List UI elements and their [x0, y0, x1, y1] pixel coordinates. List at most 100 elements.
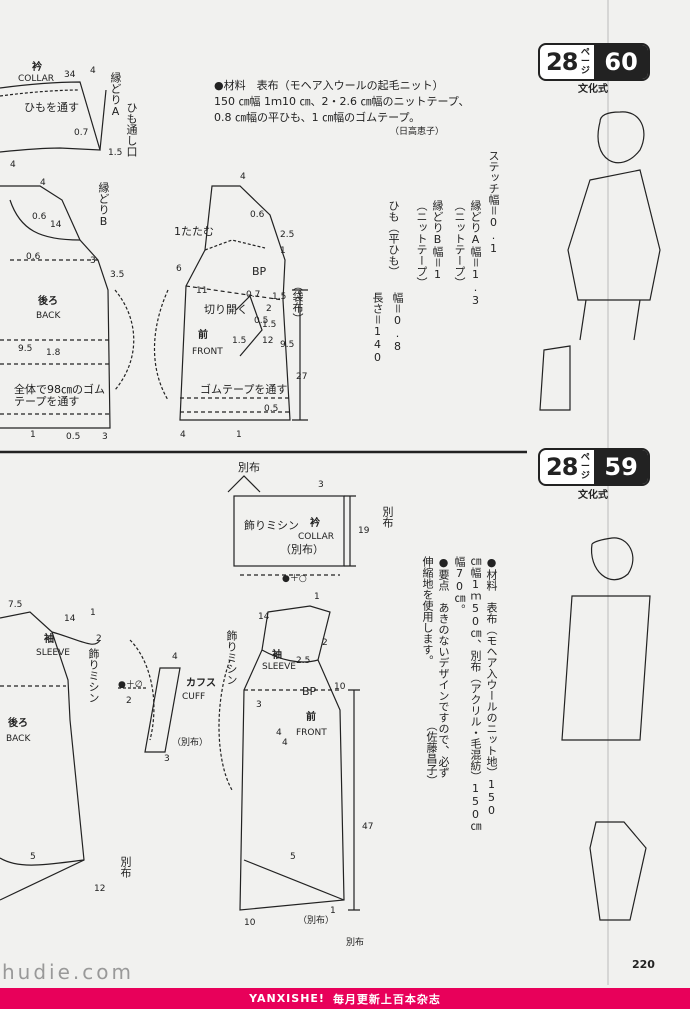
measure: 1 — [314, 592, 320, 602]
measure: 4 — [180, 430, 186, 440]
label-cord-opening: ひも通し口 — [125, 102, 138, 157]
measure: 4 — [276, 728, 282, 738]
measure: 1.5 — [262, 320, 277, 330]
measure: 2 — [266, 304, 272, 314]
label-plus-circle: ●＋○ — [282, 574, 307, 584]
back-label-jp: 後ろ — [8, 718, 28, 729]
measure: 19 — [358, 526, 370, 536]
footer-text: 毎月更新上百本杂志 — [332, 992, 441, 1006]
measure: 14 — [64, 614, 76, 624]
measure: 4 — [240, 172, 246, 182]
note-cord-width: 幅＝0.8 — [391, 292, 404, 353]
hem-contrast-label: 別布 — [346, 938, 365, 948]
collar-label-jp: 衿 — [310, 518, 320, 529]
cuff-label-en: CUFF — [182, 692, 206, 702]
measure: 0.6 — [32, 212, 47, 222]
footer-banner: YANXISHE! 毎月更新上百本杂志 — [0, 988, 690, 1009]
sleeve-label-jp-front: 袖 — [272, 650, 282, 661]
measure: 3 — [256, 700, 262, 710]
measure: 5 — [290, 852, 296, 862]
watermark: hudie.com — [2, 960, 134, 984]
measure: 11 — [196, 286, 208, 296]
front-label-jp: 前 — [306, 712, 316, 723]
measure: 3 — [90, 256, 96, 266]
measure: 12 — [94, 884, 106, 894]
hem-contrast: （別布） — [298, 916, 335, 926]
measure: 4 — [90, 66, 96, 76]
measure: 1.5 — [272, 292, 287, 302]
measure: 27 — [296, 372, 308, 382]
cuff-label-jp: カフス — [186, 678, 216, 689]
measure: 0.6 — [26, 252, 41, 262]
materials-vertical-2: ㎝幅1ｍ50㎝、別布（アクリル・毛混紡）150㎝ — [469, 556, 482, 832]
back-label-jp: 後ろ — [38, 296, 58, 307]
note-cord: ひも（平ひも） — [387, 200, 400, 277]
measure: 1 — [330, 906, 336, 916]
measure: 34 — [64, 70, 76, 80]
label-bust-point: BP — [252, 265, 267, 278]
label-slash-open: 切り開く — [204, 303, 248, 316]
measure: 4 — [282, 738, 288, 748]
measure: 3 — [164, 754, 170, 764]
measure: 47 — [362, 822, 374, 832]
key-points-vertical-2: 伸縮地を使用します。 — [421, 556, 434, 666]
label-contrast-fabric: 別布 — [238, 461, 260, 474]
measure: 9.5 — [18, 344, 33, 354]
pattern-page-number: 60 — [594, 45, 648, 79]
note-knit-tape-a: （ニットテープ） — [453, 200, 466, 288]
measure: 1.5 — [232, 336, 247, 346]
materials-vertical-3: 幅70㎝。 — [453, 556, 466, 615]
measure: 0.7 — [246, 290, 261, 300]
measure: 0.6 — [250, 210, 265, 220]
label-binding-b: 縁どりB — [97, 182, 110, 228]
sleeve-label-en: SLEEVE — [36, 648, 70, 658]
designer-name: （日高恵子） — [390, 127, 445, 137]
measure: 0.5 — [66, 432, 81, 442]
front-label-jp: 前 — [198, 330, 208, 341]
measure: 10 — [334, 682, 346, 692]
measure: 2 — [96, 634, 102, 644]
label-decorative-stitch: 飾りミシン — [244, 519, 299, 532]
magazine-number: 28 — [546, 48, 578, 76]
measure: 2 — [322, 638, 328, 648]
designer-name-bottom: （佐藤昌子） — [425, 720, 438, 786]
measure: 1 — [30, 430, 36, 440]
magazine-number: 28 — [546, 453, 578, 481]
label-contrast-paren: （別布） — [280, 543, 324, 556]
measure: 3 — [102, 432, 108, 442]
fraction-top: ●＋∅ — [118, 680, 143, 690]
back-hem-contrast: 別布 — [119, 856, 132, 878]
note-binding-b: 縁どりB幅＝1 — [431, 200, 444, 281]
measure: 9.5 — [280, 340, 295, 350]
measure: 7.5 — [8, 600, 23, 610]
measure: 6 — [176, 264, 182, 274]
cuff-contrast: （別布） — [172, 738, 209, 748]
label-decorative-stitch-front: 飾りミシン — [225, 630, 238, 685]
key-points-vertical-1: ●要点 あきのないデザインですので、必ず — [437, 556, 450, 778]
label-binding-a: 縁どりA — [109, 72, 122, 118]
note-cord-length: 長さ＝140 — [371, 292, 384, 364]
measure: 0.7 — [74, 128, 89, 138]
label-contrast-vertical: 別布 — [381, 506, 394, 528]
fraction-bottom: 2 — [126, 696, 132, 706]
measure: 0.5 — [264, 404, 279, 414]
measure: 3.5 — [110, 270, 125, 280]
materials-line-2: 150 ㎝幅 1ｍ10 ㎝、2・2.6 ㎝幅のニットテープ、 — [214, 95, 470, 108]
label-elastic-front: ゴムテープを通す — [200, 383, 288, 396]
page-number: 220 — [632, 958, 655, 971]
peji-label: ペ ー ジ — [580, 47, 590, 76]
measure: 4 — [10, 160, 16, 170]
peji-label: ペ ー ジ — [580, 452, 590, 481]
measure: 1 — [90, 608, 96, 618]
label-elastic-back: 全体で98㎝のゴムテープを通す — [14, 383, 105, 408]
back-label-en: BACK — [6, 734, 31, 744]
back-label-en: BACK — [36, 311, 61, 321]
materials-line-3: 0.8 ㎝幅の平ひも、1 ㎝幅のゴムテープ。 — [214, 111, 421, 124]
measure: 4 — [40, 178, 46, 188]
draft-style-label: 文化式 — [578, 84, 608, 95]
collar-label-jp: 衿 — [32, 62, 42, 73]
draft-style-label: 文化式 — [578, 490, 608, 501]
front-label-en: FRONT — [192, 347, 223, 357]
measure: 5 — [30, 852, 36, 862]
